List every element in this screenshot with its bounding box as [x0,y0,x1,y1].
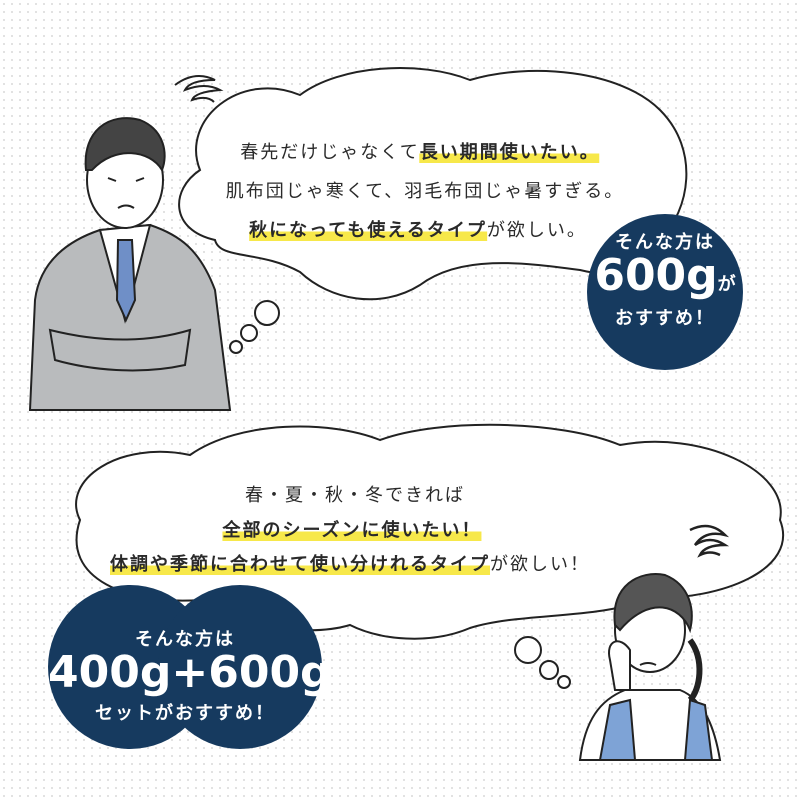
badge-lead: そんな方は [615,232,715,253]
top-bubble-line-2: 肌布団じゃ寒くて、羽毛布団じゃ暑すぎる。 [226,177,625,203]
thought-dot [514,636,542,664]
text-normal: 春先だけじゃなくて [240,142,420,163]
thought-dot [539,660,559,680]
text-highlight: 長い期間使いたい。 [419,142,600,163]
text-normal: が欲しい。 [486,220,587,241]
bottom-bubble-line-3: 体調や季節に合わせて使い分けれるタイプが欲しい！ [110,550,590,576]
bottom-bubble-line-1: 春・夏・秋・冬できれば [245,481,465,507]
text-normal: 肌布団じゃ寒くて、羽毛布団じゃ暑すぎる。 [225,181,625,202]
badge-weight: 600g [594,250,718,301]
top-bubble-line-3: 秋になっても使えるタイプが欲しい。 [249,216,587,242]
bottom-badge-circle-right [158,585,322,749]
thought-dot [240,324,258,342]
bottom-recommendation-badge: そんな方は 400g+600g セットがおすすめ！ [48,625,332,725]
text-normal: が欲しい！ [490,554,590,575]
worried-man-figure [28,75,232,411]
badge-tail: セットがおすすめ！ [95,703,275,724]
badge-tail: おすすめ！ [615,308,715,329]
worried-woman-figure [578,524,730,761]
text-highlight: 体調や季節に合わせて使い分けれるタイプ [110,554,490,575]
text-highlight: 秋になっても使えるタイプ [249,220,487,241]
thought-dot [254,300,280,326]
text-normal: 春・夏・秋・冬できれば [245,485,465,506]
thought-dot [557,675,571,689]
thought-dot [229,340,243,354]
badge-suffix: が [717,274,736,295]
top-recommendation-badge: そんな方は 600gが おすすめ！ [587,228,743,330]
badge-weight-row: 600gが [587,254,743,298]
top-badge-circle [587,214,743,370]
top-bubble-line-1: 春先だけじゃなくて長い期間使いたい。 [240,138,600,164]
badge-weight: 400g+600g [48,647,332,698]
badge-lead: そんな方は [135,629,235,650]
text-highlight: 全部のシーズンに使いたい！ [222,520,482,541]
bottom-bubble-line-2: 全部のシーズンに使いたい！ [222,516,482,542]
